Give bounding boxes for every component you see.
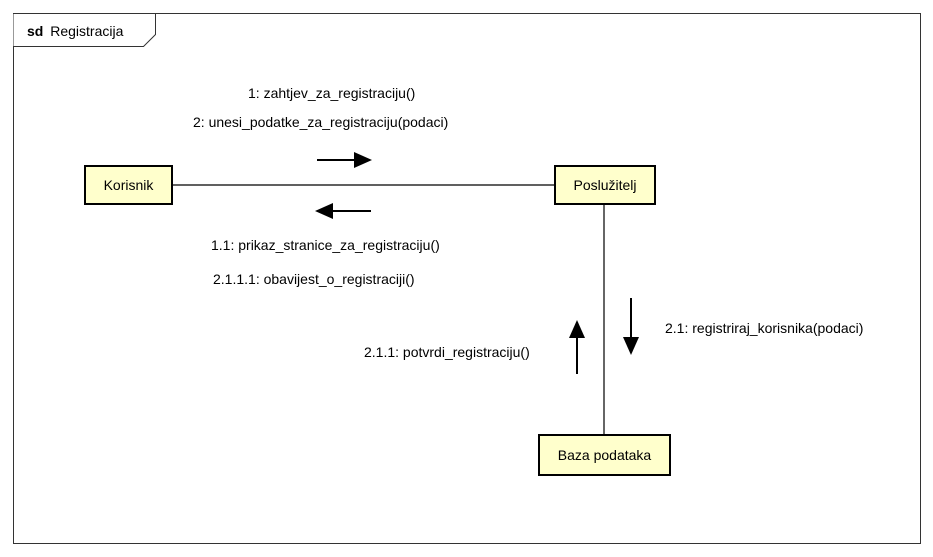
frame-label: sd Registracija bbox=[27, 23, 124, 39]
message-2: 2: unesi_podatke_za_registraciju(podaci) bbox=[193, 114, 448, 130]
frame-title: Registracija bbox=[50, 23, 123, 39]
frame-label-box bbox=[13, 13, 156, 47]
object-posluzitelj[interactable]: Poslužitelj bbox=[554, 165, 656, 205]
arrow-right-icon bbox=[317, 152, 372, 168]
message-2-1-1: 2.1.1: potvrdi_registraciju() bbox=[364, 344, 530, 360]
arrow-left-icon bbox=[315, 203, 371, 219]
object-korisnik[interactable]: Korisnik bbox=[84, 165, 173, 205]
object-posluzitelj-label: Poslužitelj bbox=[573, 177, 636, 193]
arrow-up-icon bbox=[569, 320, 585, 374]
diagram-frame bbox=[13, 13, 921, 544]
object-korisnik-label: Korisnik bbox=[104, 177, 155, 193]
message-2-1-1-1: 2.1.1.1: obavijest_o_registraciji() bbox=[213, 271, 415, 287]
frame-keyword: sd bbox=[27, 23, 43, 39]
message-2-1: 2.1: registriraj_korisnika(podaci) bbox=[665, 320, 863, 336]
message-1: 1: zahtjev_za_registraciju() bbox=[248, 85, 415, 101]
object-baza-podataka[interactable]: Baza podataka bbox=[538, 434, 671, 476]
arrow-down-icon bbox=[623, 298, 639, 355]
message-1-1: 1.1: prikaz_stranice_za_registraciju() bbox=[211, 237, 440, 253]
object-baza-label: Baza podataka bbox=[558, 447, 652, 463]
